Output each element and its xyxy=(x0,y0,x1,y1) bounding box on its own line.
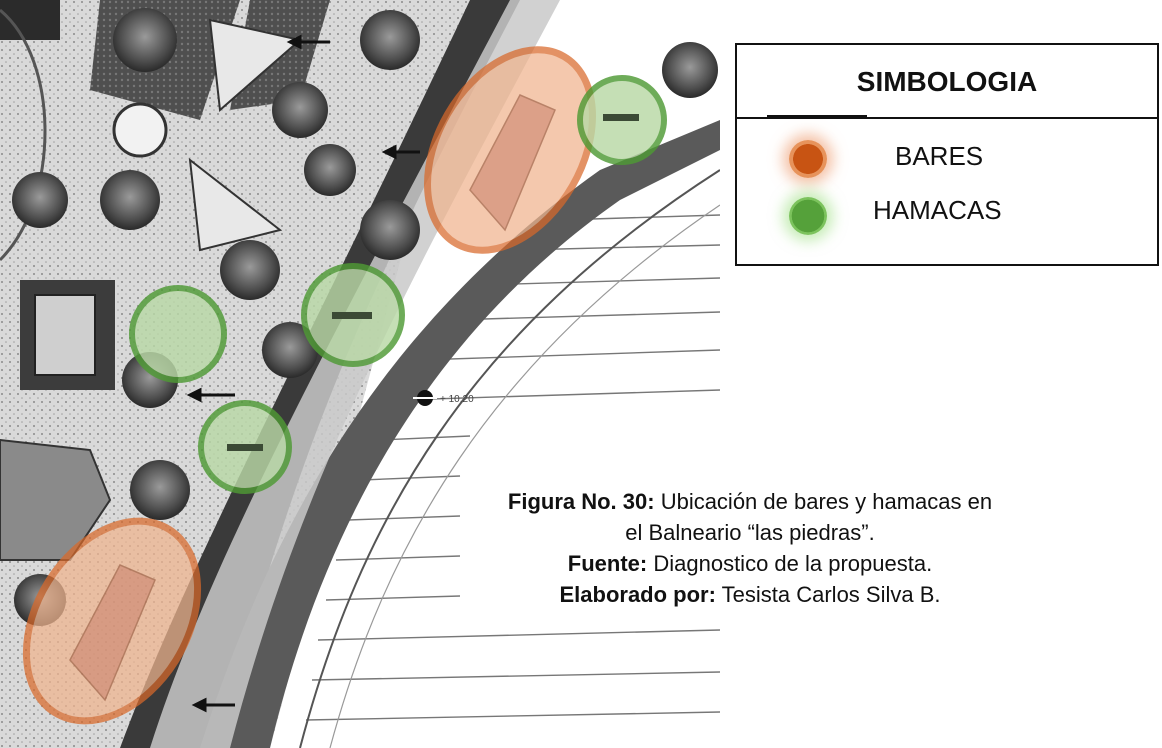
bar-marker-2 xyxy=(22,517,202,725)
caption-line-4: Elaborado por: Tesista Carlos Silva B. xyxy=(470,579,1030,610)
legend-label-bares: BARES xyxy=(895,141,984,171)
author-label: Elaborado por: xyxy=(559,582,716,607)
bar-marker-1 xyxy=(424,46,596,254)
hammock-marker-4 xyxy=(198,400,292,494)
source-label: Fuente: xyxy=(567,551,648,576)
caption-line-2: el Balneario “las piedras”. xyxy=(625,520,875,545)
legend-label-hamacas: HAMACAS xyxy=(873,195,1002,225)
author-text: Tesista Carlos Silva B. xyxy=(715,582,941,607)
legend-divider xyxy=(767,115,867,117)
legend-header: SIMBOLOGIA xyxy=(737,45,1157,119)
figure-text-1: Ubicación de bares y hamacas en xyxy=(654,489,993,514)
caption-line-1: Figura No. 30: Ubicación de bares y hama… xyxy=(470,486,1030,517)
caption-line-3: Fuente: Diagnostico de la propuesta. xyxy=(470,548,1030,579)
legend-box: SIMBOLOGIA BARES HAMACAS xyxy=(735,43,1159,266)
hammock-marker-1 xyxy=(577,75,667,165)
figure-label: Figura No. 30: xyxy=(507,489,655,514)
hammock-symbol-icon xyxy=(789,197,827,235)
hammock-marker-3 xyxy=(129,285,227,383)
level-label: + 10.20 xyxy=(440,394,474,405)
source-text: Diagnostico de la propuesta. xyxy=(647,551,933,576)
hammock-marker-2 xyxy=(301,263,405,367)
level-marker: + 10.20 xyxy=(413,390,474,406)
figure-caption: Figura No. 30: Ubicación de bares y hama… xyxy=(470,486,1030,610)
direction-arrows xyxy=(186,34,420,713)
legend-title: SIMBOLOGIA xyxy=(856,66,1038,97)
trees xyxy=(12,8,718,626)
bar-symbol-icon xyxy=(789,140,827,178)
